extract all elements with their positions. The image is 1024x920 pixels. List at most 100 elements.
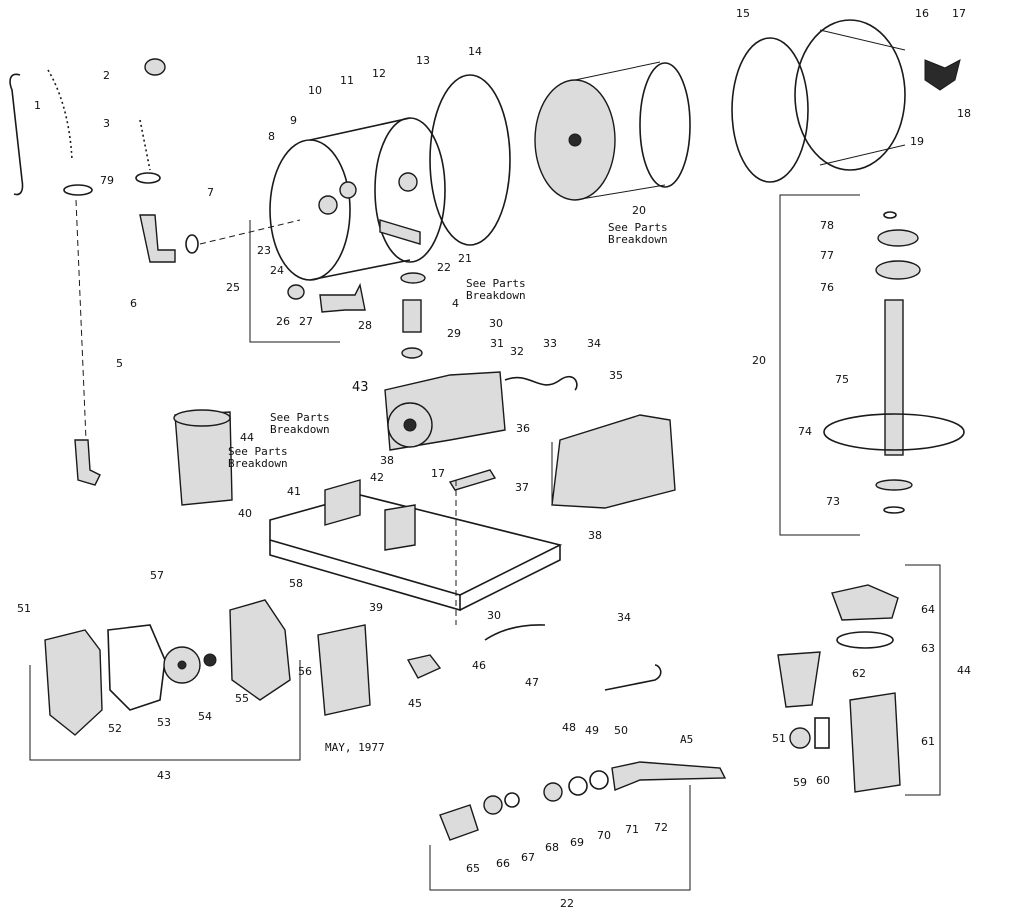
label-74: 74 — [798, 425, 812, 438]
label-51-right: 51 — [772, 732, 786, 745]
part-47-hose — [484, 624, 546, 641]
date-stamp: MAY, 1977 — [325, 741, 385, 754]
label-68: 68 — [545, 841, 559, 854]
label-5: 5 — [116, 357, 123, 370]
part-64-lid — [831, 584, 899, 621]
part-16-filter-cover — [794, 19, 906, 171]
label-50: 50 — [614, 724, 628, 737]
label-23: 23 — [257, 244, 271, 257]
part-28-coupling — [402, 299, 422, 333]
label-43-top: 43 — [352, 380, 369, 395]
group-bracket-22 — [429, 785, 691, 891]
part-77-cap — [877, 229, 919, 247]
part-7-gasket — [185, 234, 199, 254]
part-33-power-cord — [504, 375, 578, 391]
label-51-left: 51 — [17, 602, 31, 615]
part-63-o-ring — [836, 631, 894, 649]
part-39-bracket-right — [384, 504, 416, 551]
label-28: 28 — [358, 319, 372, 332]
label-29: 29 — [447, 327, 461, 340]
part-50-wire — [604, 664, 662, 691]
label-30-top: 30 — [489, 317, 503, 330]
part-36-motor-cover — [551, 414, 676, 509]
label-17-lower: 17 — [431, 467, 445, 480]
part-37-strap — [448, 469, 497, 491]
label-11: 11 — [340, 74, 354, 87]
part-75-standpipe — [823, 299, 965, 514]
part-62-basket — [777, 651, 821, 708]
part-71-ring — [589, 770, 609, 790]
group-bracket-25 — [249, 220, 340, 343]
label-2: 2 — [103, 69, 110, 82]
label-34-top: 34 — [587, 337, 601, 350]
label-67: 67 — [521, 851, 535, 864]
label-35: 35 — [609, 369, 623, 382]
part-29-clamp — [401, 347, 423, 359]
label-16: 16 — [915, 7, 929, 20]
part-39-bracket-left — [324, 479, 361, 526]
part-66-nut — [483, 795, 503, 815]
label-6: 6 — [130, 297, 137, 310]
label-20-top: 20 — [632, 204, 646, 217]
part-26-fitting — [287, 284, 305, 300]
part-45-seal-plate — [317, 624, 371, 716]
label-10: 10 — [308, 84, 322, 97]
label-52: 52 — [108, 722, 122, 735]
note-see-parts-43: See Parts Breakdown — [270, 411, 330, 436]
tank-assembly — [269, 117, 446, 281]
part-59-fitting — [789, 727, 811, 749]
label-46: 46 — [472, 659, 486, 672]
label-53: 53 — [157, 716, 171, 729]
label-39: 39 — [369, 601, 383, 614]
part-67-washer — [504, 792, 520, 808]
part-60-gasket — [814, 717, 830, 749]
part-5-elbow — [74, 439, 101, 486]
part-69-seal — [543, 782, 563, 802]
label-26: 26 — [276, 315, 290, 328]
label-24: 24 — [270, 264, 284, 277]
group-bracket-20 — [779, 194, 860, 536]
label-77: 77 — [820, 249, 834, 262]
note-see-parts-44: See Parts Breakdown — [228, 445, 288, 470]
label-47: 47 — [525, 676, 539, 689]
label-15: 15 — [736, 7, 750, 20]
part-61-strainer-housing — [849, 692, 901, 793]
label-19: 19 — [910, 135, 924, 148]
part-4-clamp-top — [400, 272, 426, 284]
label-75: 75 — [835, 373, 849, 386]
part-65-valve-body — [439, 804, 479, 841]
part-72-handle — [611, 761, 727, 791]
connector-line-hose — [75, 199, 87, 441]
label-64: 64 — [921, 603, 935, 616]
part-53-gasket — [107, 624, 166, 711]
part-15-o-ring — [731, 37, 809, 183]
label-30-bottom: 30 — [487, 609, 501, 622]
part-18-knob — [924, 59, 961, 91]
label-73: 73 — [826, 495, 840, 508]
part-52-volute-cover — [44, 629, 103, 736]
label-66: 66 — [496, 857, 510, 870]
part-76-bearing — [875, 260, 921, 280]
label-40: 40 — [238, 507, 252, 520]
label-25: 25 — [226, 281, 240, 294]
label-32: 32 — [510, 345, 524, 358]
drawing-code: A5 — [680, 733, 694, 746]
label-21: 21 — [458, 252, 472, 265]
label-76: 76 — [820, 281, 834, 294]
part-27-elbow — [319, 282, 366, 313]
label-34-bottom: 34 — [617, 611, 631, 624]
label-57: 57 — [150, 569, 164, 582]
part-20-filter-element — [534, 61, 691, 201]
label-1: 1 — [34, 99, 41, 112]
label-33: 33 — [543, 337, 557, 350]
label-65: 65 — [466, 862, 480, 875]
label-14: 14 — [468, 45, 482, 58]
label-79: 79 — [100, 174, 114, 187]
strainer-assembly-44 — [173, 409, 233, 506]
label-49: 49 — [585, 724, 599, 737]
part-1-hanger-rod — [9, 73, 24, 196]
label-42: 42 — [370, 471, 384, 484]
label-48: 48 — [562, 721, 576, 734]
label-69: 69 — [570, 836, 584, 849]
